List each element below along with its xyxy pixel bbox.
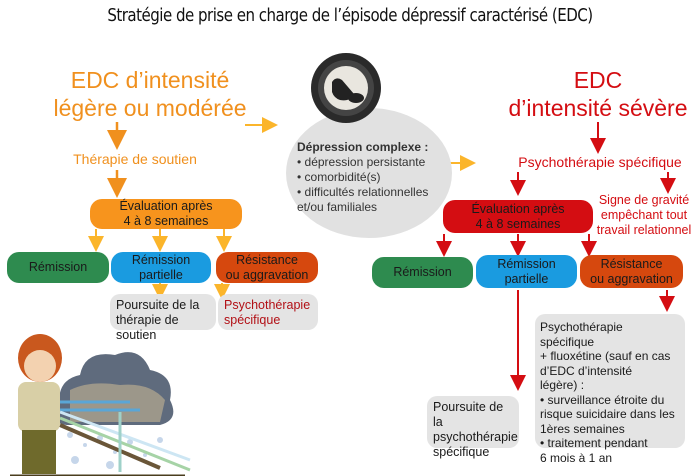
left-eval-line2: 4 à 8 semaines — [123, 214, 209, 228]
right-partial-line1: Rémission — [497, 256, 556, 271]
right-resistance-box[interactable]: Résistance ou aggravation — [580, 255, 683, 288]
left-evaluation-box[interactable]: Évaluation après 4 à 8 semaines — [90, 199, 242, 229]
left-partial-line1: Rémission — [131, 252, 191, 267]
right-resistance-next-line: 6 mois à 1 an — [540, 450, 613, 465]
right-resistance-next-line: d’EDC d’intensité — [540, 363, 633, 378]
right-resistance-next-line: + fluoxétine (sauf en cas — [540, 349, 671, 363]
right-resistance-next-line: • surveillance étroite du — [540, 392, 665, 407]
sad-boy-under-cloud-illustration — [10, 334, 191, 476]
complex-item: • dépression persistante — [297, 155, 426, 169]
right-eval-line1: Évaluation après — [471, 201, 565, 216]
complex-item: • comorbidité(s) — [297, 170, 381, 184]
left-eval-line1: Évaluation après — [119, 199, 213, 213]
left-heading: EDC d’intensité légère ou modérée — [45, 66, 255, 122]
right-heading: EDC d’intensité sévère — [490, 66, 700, 122]
complex-depression-text: Dépression complexe : • dépression persi… — [297, 140, 457, 215]
right-eval-line2: 4 à 8 semaines — [475, 216, 561, 231]
right-partial-next-line: Poursuite de la — [433, 400, 504, 429]
right-remission-box[interactable]: Rémission — [372, 257, 473, 288]
right-partial-line2: partielle — [504, 271, 549, 286]
right-resistance-line2: ou aggravation — [590, 271, 673, 286]
severity-sign-line2: empêchant tout — [600, 208, 688, 222]
depressed-person-circle-illustration — [311, 53, 381, 123]
right-resistance-next-line: • traitement pendant — [540, 436, 648, 450]
right-resistance-line1: Résistance — [600, 256, 663, 271]
left-heading-line1: EDC d’intensité — [70, 67, 230, 93]
right-resistance-next-line: légère) : — [540, 378, 585, 392]
right-heading-line2: d’intensité sévère — [508, 95, 688, 121]
left-remission-box[interactable]: Rémission — [7, 252, 109, 283]
complex-heading: Dépression complexe : — [297, 140, 429, 154]
right-resistance-next-line: Psychothérapie spécifique — [540, 320, 623, 349]
left-remission-label: Rémission — [28, 260, 88, 274]
severity-sign-label: Signe de gravité empêchant tout travail … — [588, 193, 700, 238]
severity-sign-line3: travail relationnel — [596, 223, 692, 237]
right-therapy-label: Psychothérapie spécifique — [518, 154, 682, 170]
left-therapy-label: Thérapie de soutien — [73, 151, 197, 167]
right-partial-next-line: psychothérapie — [433, 430, 518, 444]
left-resistance-next-line1: Psychothérapie — [224, 298, 311, 312]
left-resistance-box[interactable]: Résistance ou aggravation — [216, 252, 318, 283]
right-resistance-next-line: risque suicidaire dans les — [540, 407, 675, 421]
left-resistance-line1: Résistance — [236, 252, 298, 267]
right-partial-next-line: spécifique — [433, 445, 490, 459]
left-partial-next-note: Poursuite de la thérapie de soutien — [110, 294, 216, 342]
right-resistance-next-line: 1ères semaines — [540, 421, 625, 436]
severity-sign-line1: Signe de gravité — [598, 193, 690, 207]
left-resistance-next-line2: spécifique — [224, 313, 281, 327]
left-partial-next-line1: Poursuite de la — [116, 298, 200, 312]
snow-dots-decoration — [67, 432, 163, 469]
right-evaluation-box[interactable]: Évaluation après 4 à 8 semaines — [443, 200, 593, 233]
right-resistance-next-note: Psychothérapie spécifique + fluoxétine (… — [535, 314, 685, 465]
page-title: Stratégie de prise en charge de l’épisod… — [107, 6, 593, 26]
left-partial-line2: partielle — [139, 267, 183, 282]
left-heading-line2: légère ou modérée — [53, 95, 247, 121]
right-heading-line1: EDC — [573, 67, 623, 93]
complex-item: • difficultés relationnelles et/ou famil… — [297, 185, 429, 214]
complex-depression-ellipse — [286, 108, 452, 238]
left-resistance-line2: ou aggravation — [225, 267, 309, 282]
right-partial-next-note: Poursuite de la psychothérapie spécifiqu… — [427, 396, 519, 459]
left-partial-remission-box[interactable]: Rémission partielle — [111, 252, 211, 283]
left-resistance-next-note: Psychothérapie spécifique — [218, 294, 318, 330]
right-remission-label: Rémission — [393, 265, 452, 279]
left-partial-next-line2: thérapie de soutien — [116, 313, 179, 342]
right-partial-remission-box[interactable]: Rémission partielle — [476, 255, 577, 288]
